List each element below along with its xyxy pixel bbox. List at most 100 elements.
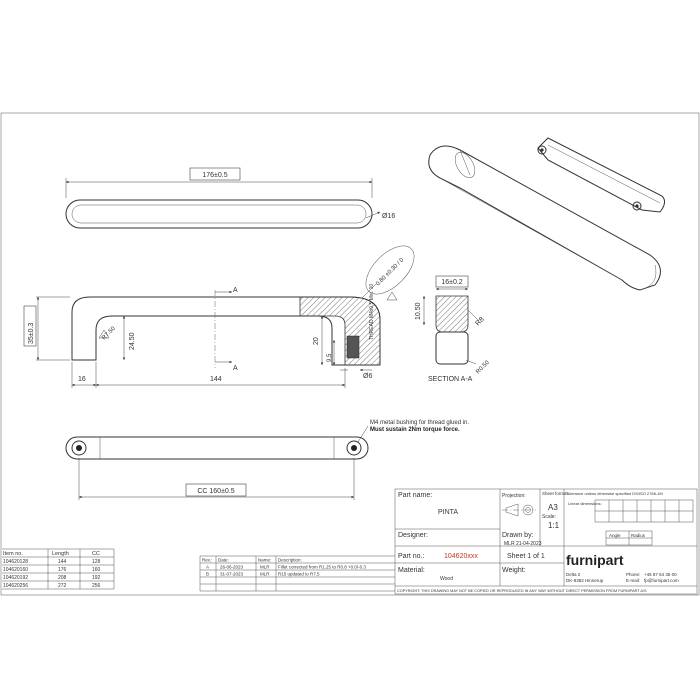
item-table-cell: 104620192 [3, 575, 28, 581]
revision-cell: B [206, 572, 209, 577]
diameter-dimension: Ø16 [382, 213, 395, 220]
section-hatched-profile [435, 295, 469, 333]
bushing-note-line1: M4 metal bushing for thread glued in. [370, 420, 469, 426]
revision-cell: 31-07-2023 [220, 572, 244, 577]
revision-cell: R15 updated to R7.5 [278, 572, 320, 577]
revision-cell: MLR [260, 572, 270, 577]
phone-label: Phone: [626, 572, 640, 577]
length-dimension: 176±0.5 [202, 172, 227, 179]
thread-bushing [346, 335, 360, 359]
material-label: Material: [398, 567, 425, 574]
item-table-header: Length [52, 551, 69, 557]
radius-label: Radius [631, 533, 646, 538]
thread-offset-dimension: 9.5 [327, 353, 333, 362]
item-table-cell: 104620256 [3, 583, 28, 589]
copyright-notice: COPYRIGHT: THIS DRAWING MAY NOT BE COPIE… [397, 589, 647, 593]
projection-symbol-icon [502, 503, 536, 517]
scale-value: 1:1 [548, 521, 560, 530]
title-block: Part name: PINTA Projection: Sheet forma… [394, 488, 698, 595]
section-marker-top: A [233, 287, 238, 294]
revision-cell: MLR [260, 565, 270, 570]
linear-dimensions-label: Linear dimensions: [568, 501, 602, 506]
sheet-count: Sheet 1 of 1 [507, 553, 545, 560]
section-width-dimension: 16±0.2 [441, 279, 462, 286]
isometric-view-small [537, 137, 666, 213]
item-table-cell: 192 [92, 575, 101, 581]
warning-triangle-icon [386, 291, 398, 301]
hole-diameter: Ø6 [363, 373, 372, 380]
drawn-by-label: Drawn by: [502, 532, 534, 539]
angle-label: Angle [609, 533, 621, 538]
item-table-header: Item no. [3, 551, 23, 557]
front-view: CC 160±0.5 M4 metal bushing for thread g… [65, 420, 469, 500]
part-no-value: 104620xxx [444, 553, 478, 560]
item-table-cell: 256 [92, 583, 101, 589]
revision-header: Description: [278, 558, 302, 563]
thread-note: THREAD M4x0.5 Min. 10 [369, 284, 375, 340]
revision-cell: Fillet corrected from R1.25 to R0.8 +0.0… [278, 565, 366, 570]
handle-top-outline [65, 199, 373, 229]
part-name-label: Part name: [398, 492, 432, 499]
item-table-cell: 160 [92, 567, 101, 573]
height-dimension: 35±0.3 [28, 323, 35, 344]
item-table-cell: 144 [58, 559, 67, 565]
side-view: A A 35±0.3 R7.50 24.50 16 144 20 9.5 THR… [23, 245, 415, 388]
revision-table: Rev.: Date: Name: Description: A 26-06-2… [199, 555, 395, 592]
revision-cell: A [206, 565, 209, 570]
length-144-dimension: 144 [210, 376, 222, 383]
sheet-frame [0, 112, 700, 596]
revision-header: Date: [218, 558, 229, 563]
depth-dimension: 16 [78, 376, 86, 383]
handle-front-outline [65, 436, 369, 460]
hatched-section [299, 296, 381, 366]
item-table-cell: 208 [58, 575, 67, 581]
company-address-1: Delta 2 [566, 572, 581, 577]
section-lower-profile [435, 331, 469, 365]
item-table: Item no. Length CC 104620128 144 128 104… [2, 548, 115, 590]
tolerance-bubble-text: 0.80 ±0.30 / 0 [375, 257, 406, 288]
item-table-cell: 272 [58, 583, 67, 589]
radius-r750: R7.50 [101, 325, 117, 341]
handle-side-profile [71, 296, 381, 366]
section-height-dimension: 10.50 [415, 302, 422, 320]
revision-cell: 26-06-2023 [220, 565, 244, 570]
tolerance-grid [594, 499, 694, 546]
material-value: Wood [440, 576, 453, 582]
company-address-2: DK-8382 Hinnerup [566, 578, 604, 583]
scale-label: Scale: [542, 514, 556, 520]
section-radius-r050: R0.50 [475, 359, 491, 375]
email-label: E-mail: [626, 578, 640, 583]
isometric-view-large [428, 145, 661, 291]
projection-label: Projection: [502, 493, 526, 499]
section-label: SECTION A-A [428, 376, 473, 383]
weight-label: Weight: [502, 567, 526, 574]
item-table-header: CC [92, 551, 100, 557]
length-dimension-box [189, 167, 241, 181]
part-name-value: PINTA [438, 509, 458, 516]
sheet-format-value: A3 [548, 503, 558, 512]
email-value: fp@furnipart.com [644, 578, 679, 583]
section-radius-r8: R8 [474, 316, 485, 327]
item-table-cell: 104620128 [3, 559, 28, 565]
item-table-cell: 104620160 [3, 567, 28, 573]
revision-header: Name: [258, 558, 271, 563]
hole-depth-dimension: 20 [313, 337, 320, 345]
part-no-label: Part no.: [398, 553, 425, 560]
item-table-cell: 128 [92, 559, 101, 565]
furnipart-logo: furnipart [566, 552, 624, 568]
sheet-format-label: Sheet format: [542, 491, 569, 496]
drawn-by-value: MLR 21-04-2023 [504, 541, 542, 547]
item-table-cell: 176 [58, 567, 67, 573]
section-a-a-view: 16±0.2 10.50 R8 R0.50 SECTION A-A [415, 275, 491, 383]
section-marker-bottom: A [233, 365, 238, 372]
phone-value: +45 87 64 35 00 [644, 572, 677, 577]
warning-triangle-icon [98, 329, 110, 339]
cc-dimension: CC 160±0.5 [197, 488, 234, 495]
handle-top-inner [71, 204, 367, 224]
tolerance-title: Tolerance unless otherwise specified DS/… [566, 491, 663, 496]
designer-label: Designer: [398, 532, 428, 539]
inner-height-dimension: 24.50 [129, 332, 136, 350]
bushing-note-line2: Must sustain 2Nm torque force. [370, 427, 460, 433]
top-view: 176±0.5 Ø16 [65, 167, 395, 229]
